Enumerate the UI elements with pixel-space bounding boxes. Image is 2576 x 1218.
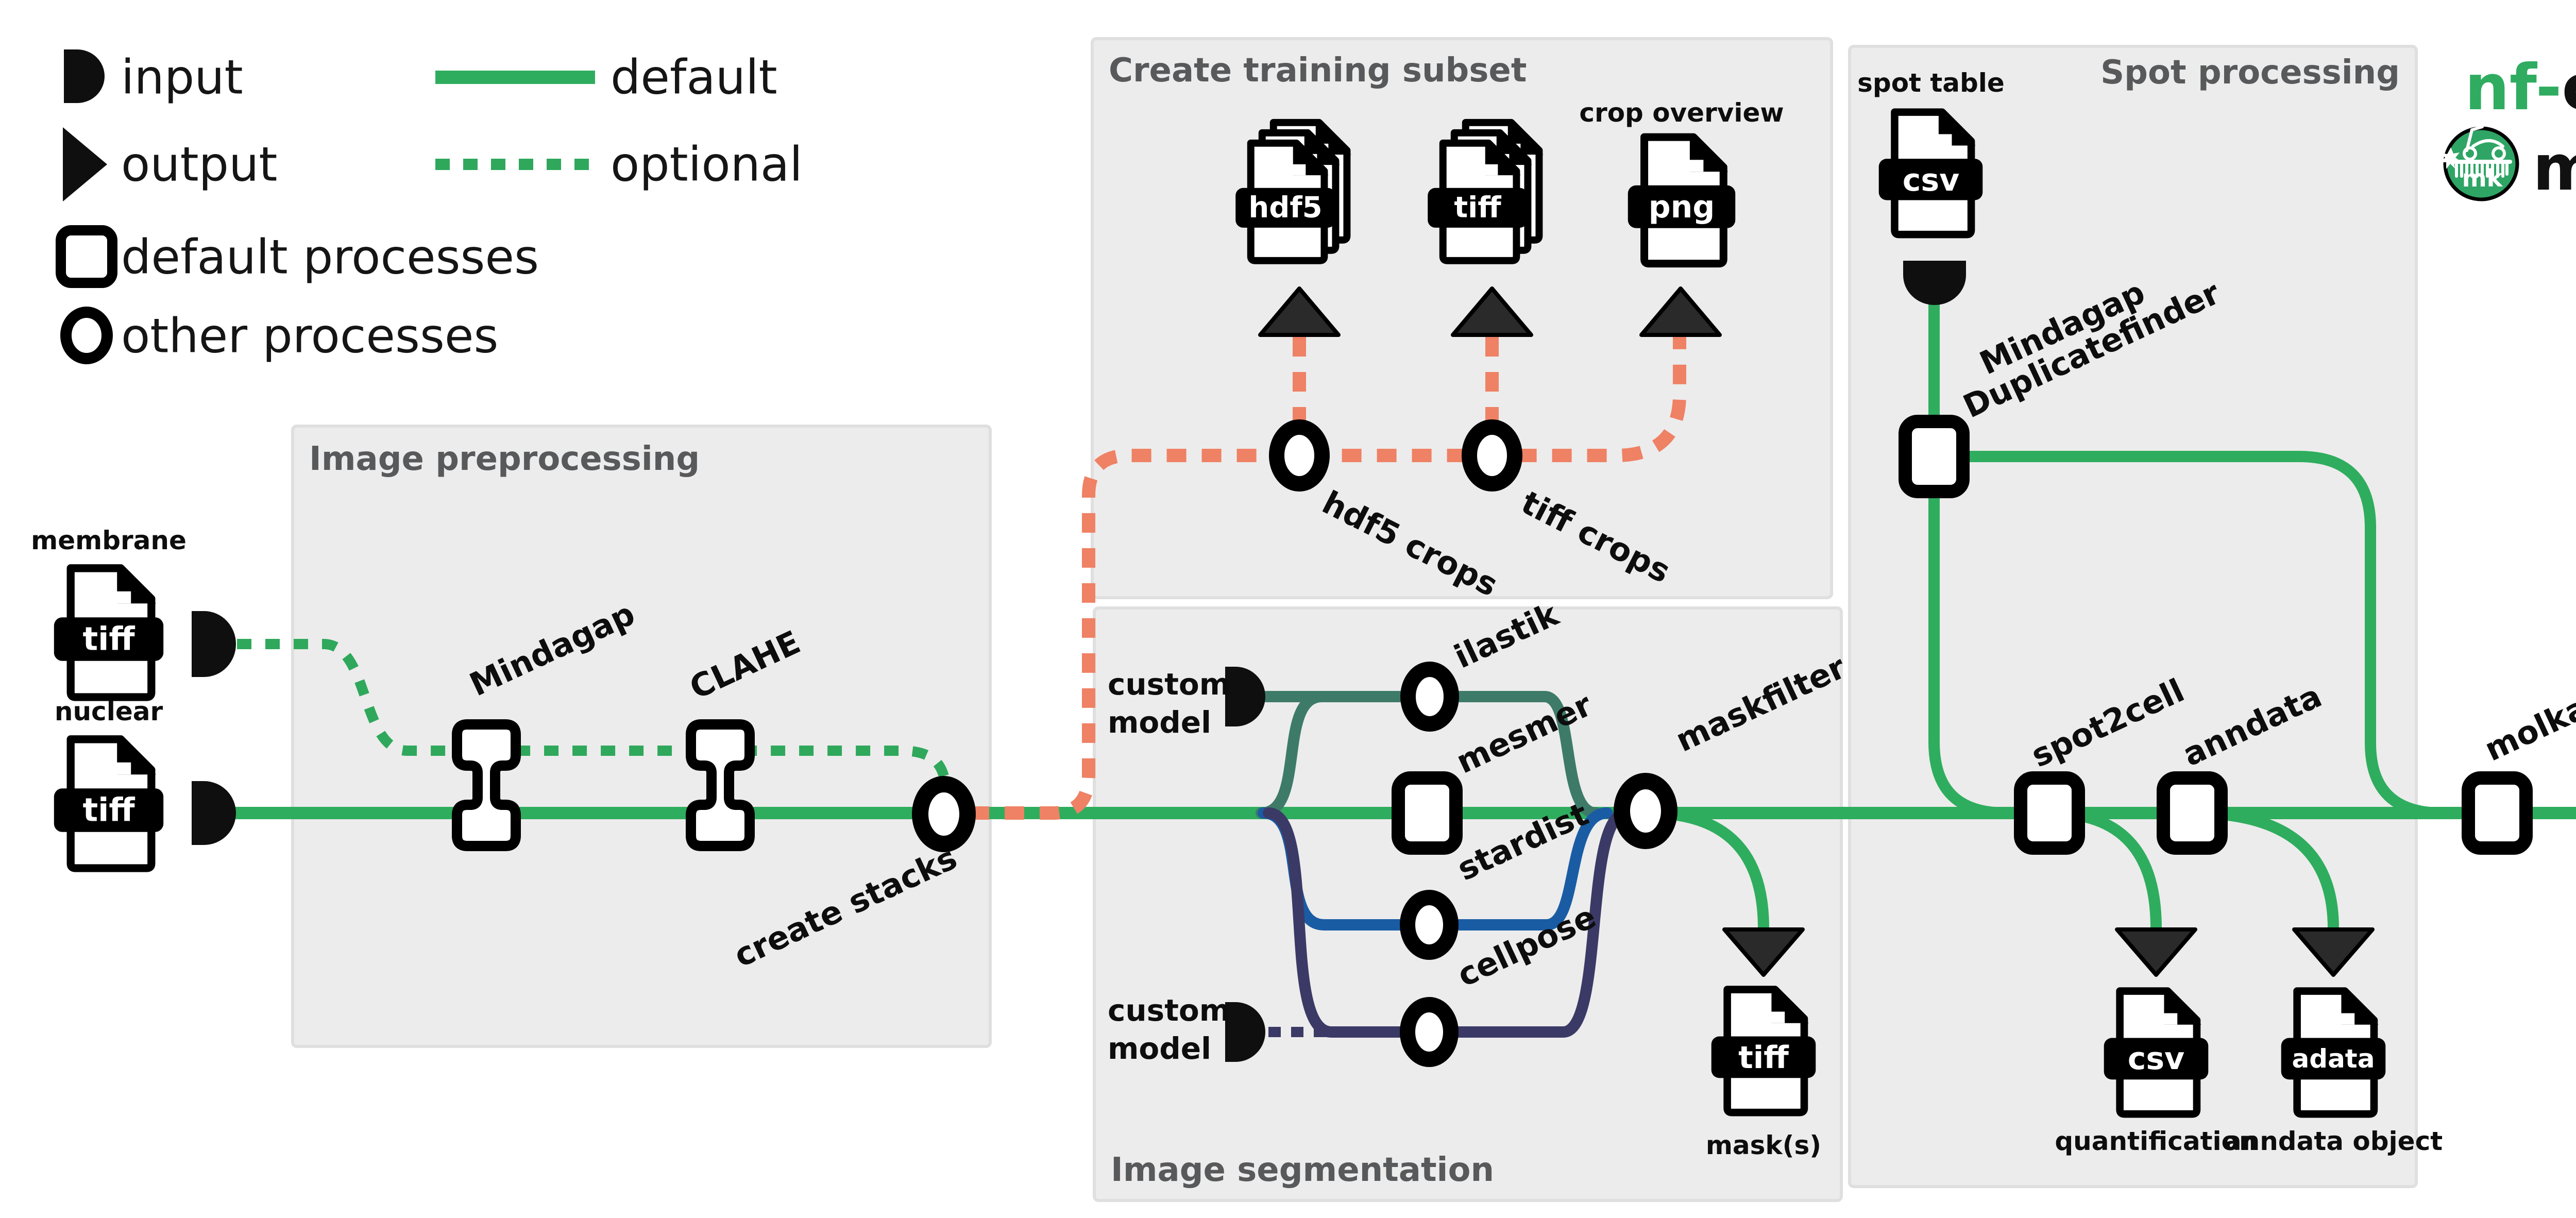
node-molkartqc [2462,771,2533,855]
logo-wordmark: nf-core/ [2465,51,2576,124]
masks-caption: mask(s) [1706,1130,1821,1160]
spot-table-caption: spot table [1857,68,2005,98]
legend-default-process-icon [56,225,117,288]
file-icons: tiff tiff csv hdf5 tiff png tiff csv ada… [54,109,2576,1114]
box-title-segmentation: Image segmentation [1111,1151,1494,1189]
legend-default-line-label: default [611,50,777,105]
logo: nf-core/ mk molkart [2440,51,2576,205]
legend-output-icon [63,127,107,201]
membrane-caption: membrane [31,526,187,555]
logo-nf: nf- [2465,51,2562,124]
custom-model-bottom-input-icon [1225,1002,1265,1062]
spot-table-file-format: csv [1903,162,1959,198]
badge-mk-label: mk [2462,164,2503,192]
anndata-object-output-icon [2292,927,2375,977]
node-mindagap [452,719,521,851]
box-image-preprocessing [291,425,992,1048]
label-molkartqc: molkartqc [2479,657,2576,768]
legend-other-processes-label: other processes [121,309,498,364]
node-anndata [2157,771,2228,855]
node-tiff-crops [1462,419,1522,492]
anndata-object-file-format: adata [2292,1044,2375,1074]
custom-model-bottom-line2: model [1108,1031,1211,1066]
logo-molkart: molkart [2533,131,2576,205]
node-cellpose [1400,997,1459,1067]
molkart-badge-icon: mk [2440,125,2519,201]
membrane-file-format: tiff [82,620,135,658]
nuclear-file-format: tiff [82,791,135,829]
node-spot2cell [2014,771,2085,855]
input-ports [192,261,1966,1062]
custom-model-bottom-line1: custom [1108,993,1230,1028]
custom-model-top-input-icon [1225,667,1265,726]
tiff-crops-file-format: tiff [1454,191,1501,225]
box-title-preprocessing: Image preprocessing [309,440,700,478]
spot-table-input-icon [1903,261,1966,305]
duplicatefinder-down-line [1928,485,2011,819]
flow-lines [230,299,2576,1038]
custom-model-top-line2: model [1108,705,1211,740]
duplicatefinder-bypass-line [1956,451,2447,819]
custom-model-top-line1: custom [1108,667,1230,702]
training-subset-line [970,336,1686,820]
nuclear-input-icon [192,781,236,845]
quantification-output-icon [2115,927,2197,977]
node-clahe [686,719,755,851]
membrane-input-icon [192,611,236,677]
anndata-object-caption: anndata object [2224,1126,2443,1156]
hdf5-file-format: hdf5 [1248,191,1322,225]
node-duplicatefinder [1899,415,1970,498]
quantification-file-format: csv [2128,1041,2184,1077]
tiff-crops-output-icon [1451,286,1533,337]
anndata-output-line [2188,807,2339,934]
box-image-segmentation [1093,606,1843,1202]
masks-file-format: tiff [1738,1040,1789,1076]
crop-overview-file-format: png [1649,189,1715,225]
crop-overview-caption: crop overview [1579,98,1784,128]
output-arrows [1258,286,2375,977]
masks-output-icon [1722,927,1805,977]
legend-output-label: output [121,137,277,192]
badge-star-icon [2440,147,2461,169]
custom-model-labels: custom model custom model [1108,667,1230,1066]
quantification-caption: quantification [2055,1126,2257,1156]
legend-input-label: input [121,50,243,105]
crop-overview-output-icon [1639,286,1722,337]
box-spot-processing [1848,45,2418,1188]
process-nodes [452,415,2533,1067]
logo-core: core/ [2562,51,2576,124]
file-captions: membrane nuclear spot table crop overvie… [31,68,2443,1160]
legend: input output default processes other pro… [56,49,803,364]
box-title-training: Create training subset [1109,52,1527,90]
maskfilter-output-line [1643,807,1769,934]
node-create-stacks [912,776,976,852]
node-mesmer [1392,771,1463,855]
box-title-spot: Spot processing [2100,54,2400,92]
node-ilastik [1400,662,1459,732]
legend-other-process-icon [60,307,113,364]
hdf5-crops-output-icon [1258,286,1341,337]
node-hdf5-crops [1269,419,1330,492]
legend-optional-line-label: optional [611,137,803,192]
ilastik-branch-line [1256,691,1602,819]
nuclear-caption: nuclear [55,697,163,726]
node-maskfilter [1614,773,1677,849]
node-stardist [1400,890,1459,960]
legend-input-icon [64,49,105,103]
legend-default-processes-label: default processes [121,230,539,285]
optional-membrane-line [237,639,951,787]
